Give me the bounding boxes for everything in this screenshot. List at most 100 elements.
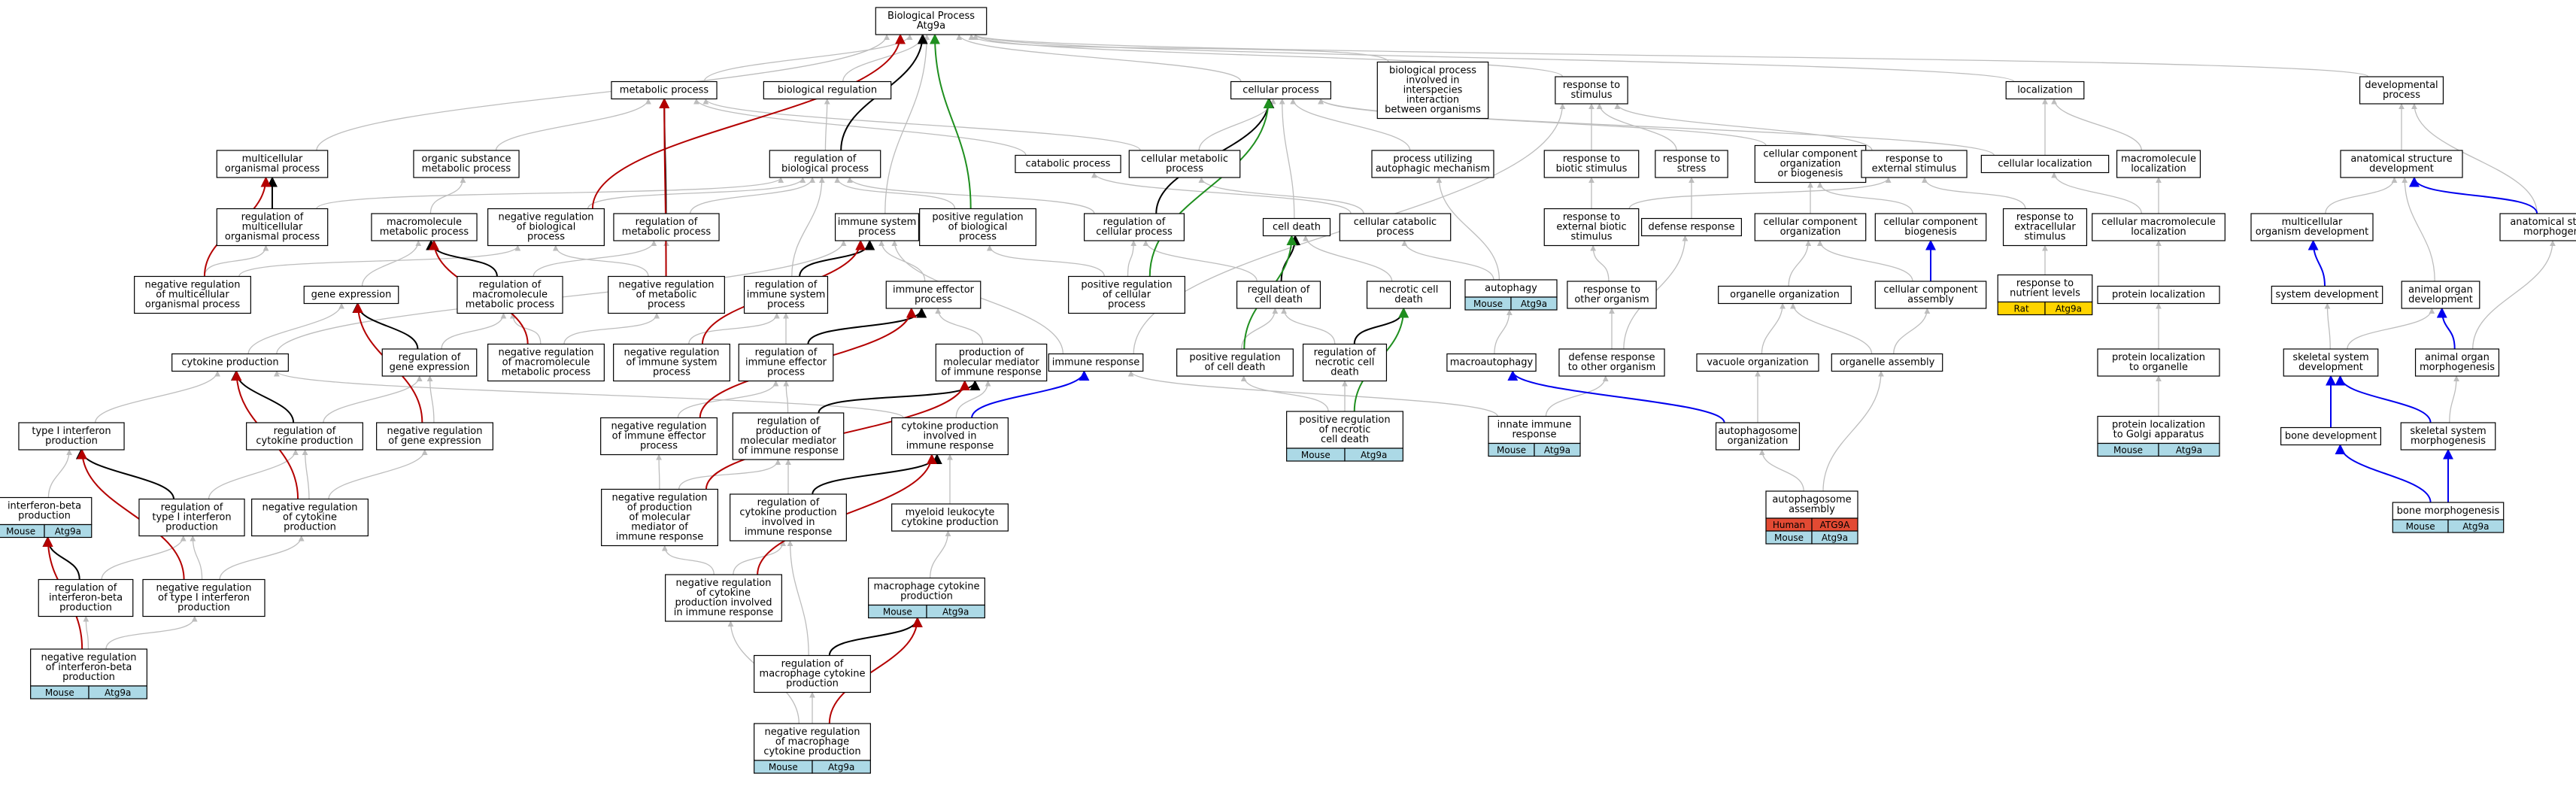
go-term-node-localization[interactable]: localization [2005,80,2085,100]
go-term-node-bioreg[interactable]: biological regulation [763,80,892,100]
go-term-node-celldeath[interactable]: cell death [1262,217,1331,237]
go-term-node-organelle_asm[interactable]: organelle assembly [1831,353,1943,372]
go-term-node-catabolic[interactable]: catabolic process [1015,154,1121,174]
go-term-node-bone_dev[interactable]: bone development [2280,426,2382,446]
go-term-node-system_dev[interactable]: system development [2271,285,2383,305]
go-term-node-metabolic[interactable]: metabolic process [611,80,718,100]
node-label-line: myeloid leukocyte [906,507,995,518]
go-term-node-cellproc[interactable]: cellular process [1230,80,1331,100]
go-term-node-organelle_org[interactable]: organelle organization [1718,285,1852,305]
go-term-node-gene_expr[interactable]: gene expression [303,285,399,305]
go-term-node-cytokine[interactable]: cytokine production [171,353,289,372]
go-term-node-prot_loc[interactable]: protein localization [2097,285,2220,305]
go-term-node-immune_resp[interactable]: immune response [1048,353,1144,372]
go-term-node-cell_loc[interactable]: cellular localization [1980,154,2110,174]
go-term-node-macroautophagy[interactable]: macroautophagy [1446,353,1537,372]
go-term-node-defense[interactable]: defense response [1641,217,1743,237]
node-label-line: metabolic process [380,226,469,238]
go-term-node-anat_morph[interactable]: anatomical structuremorphogenesis [2499,213,2576,241]
go-term-node-vacuole_org[interactable]: vacuole organization [1696,353,1819,372]
